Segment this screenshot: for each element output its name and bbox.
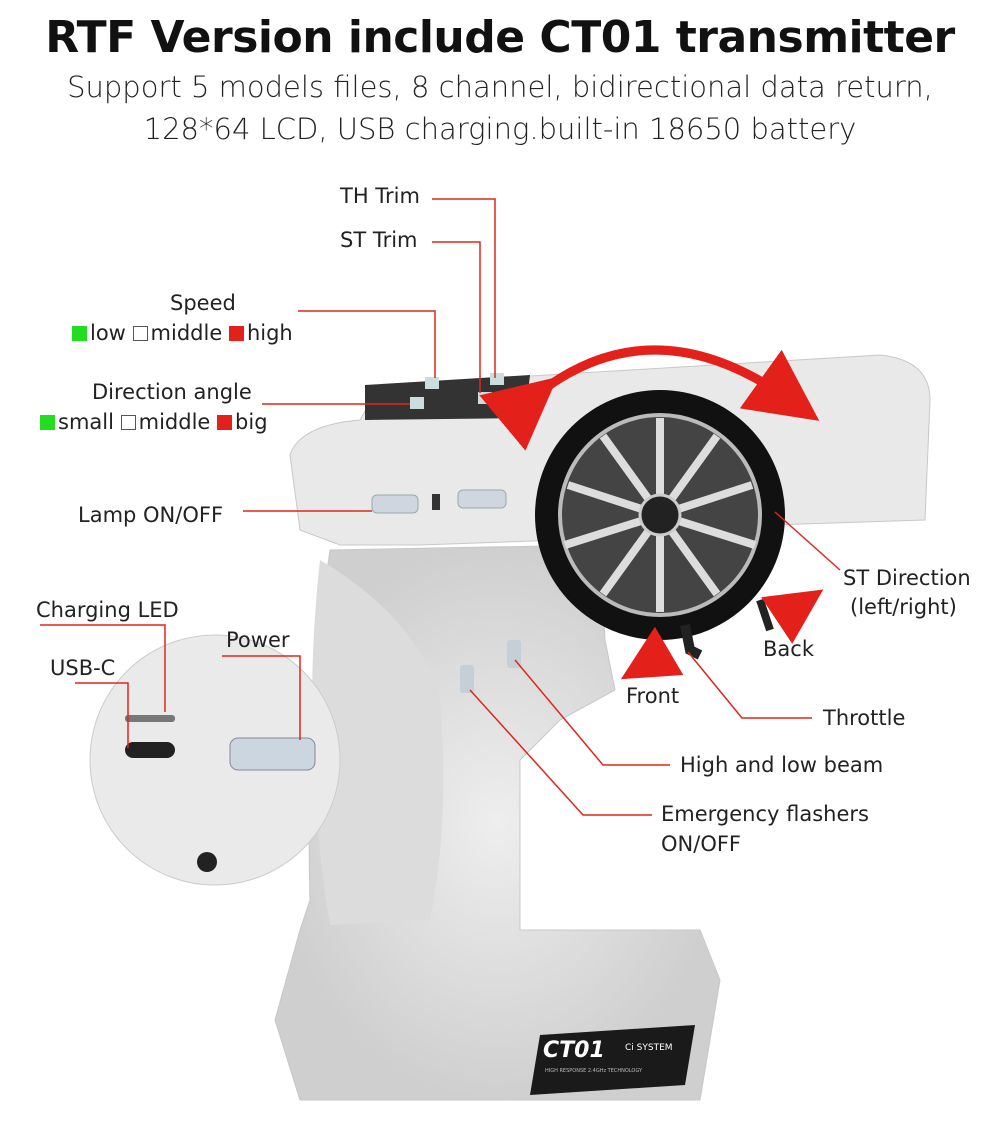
label-throttle: Throttle: [823, 706, 906, 730]
speed-high: high: [246, 321, 293, 345]
label-th-trim: TH Trim: [340, 184, 420, 208]
label-lamp: Lamp ON/OFF: [78, 503, 224, 527]
white-swatch: [132, 326, 148, 341]
label-flashers-sub: ON/OFF: [661, 832, 742, 856]
plate-logo: CT01: [543, 1038, 605, 1063]
label-plate: [530, 1025, 695, 1095]
speed-low: low: [90, 321, 126, 345]
rotation-arrow: [479, 345, 820, 451]
label-beam: High and low beam: [680, 753, 884, 777]
green-swatch: [40, 415, 55, 430]
dir-middle: middle: [138, 410, 211, 434]
leader-lines: [40, 198, 841, 816]
label-flashers: Emergency flashers: [661, 802, 869, 826]
inset-closeup: [89, 634, 341, 886]
label-charging-led: Charging LED: [36, 598, 179, 622]
speed-middle: middle: [150, 321, 223, 345]
label-st-trim: ST Trim: [340, 228, 418, 252]
dir-small: small: [58, 410, 114, 434]
front-arrow: [620, 626, 684, 680]
white-swatch: [120, 415, 136, 430]
direction-legend: small middle big: [40, 410, 268, 434]
label-front: Front: [626, 684, 680, 708]
speed-legend: low middle high: [72, 321, 293, 345]
label-st-direction: ST Direction: [843, 566, 971, 590]
label-power: Power: [226, 628, 290, 652]
label-back: Back: [763, 637, 814, 661]
steering-wheel: [535, 390, 785, 660]
red-swatch: [217, 415, 233, 430]
dir-big: big: [235, 410, 268, 434]
label-speed: Speed: [170, 291, 236, 315]
label-direction-angle: Direction angle: [92, 380, 252, 404]
back-arrow: [761, 589, 824, 644]
subtitle-line-1: Support 5 models files, 8 channel, bidir…: [67, 70, 933, 104]
label-usb-c: USB-C: [50, 656, 116, 680]
red-swatch: [228, 326, 244, 341]
plate-tagline: HIGH RESPONSE 2.4GHz TECHNOLOGY: [545, 1068, 643, 1074]
page-title: RTF Version include CT01 transmitter: [45, 12, 955, 63]
label-st-direction-sub: (left/right): [850, 595, 957, 619]
plate-system: Ci SYSTEM: [625, 1043, 673, 1053]
green-swatch: [72, 326, 87, 341]
subtitle-line-2: 128*64 LCD, USB charging.built-in 18650 …: [143, 112, 857, 146]
